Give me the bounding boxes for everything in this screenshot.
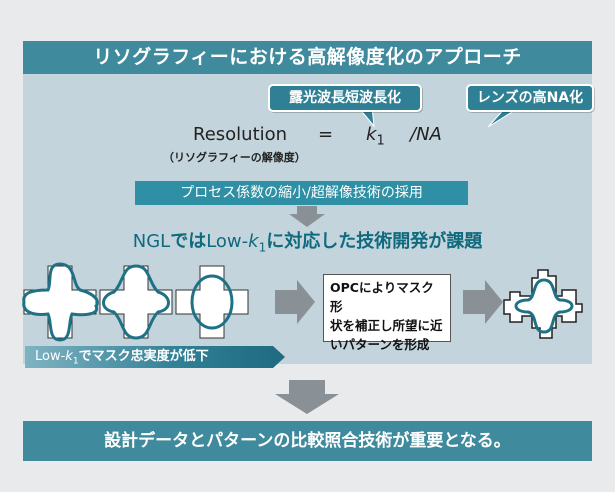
- big-down-arrow-icon: [275, 380, 339, 414]
- wavelength-tag: 露光波長短波長化: [268, 84, 422, 112]
- cross-pattern-2: [99, 264, 173, 340]
- cross-pattern-1: [22, 262, 99, 342]
- process-bar: プロセス係数の縮小/超解像技術の採用: [135, 181, 468, 205]
- equation-equals: =: [318, 124, 334, 145]
- lowk-arrow-bar: [25, 346, 285, 368]
- equation-lhs: Resolution: [193, 124, 288, 145]
- equation-na: /NA: [410, 124, 442, 145]
- high-na-tag: レンズの高NA化: [466, 84, 594, 112]
- lowk-label: Low-k1でマスク忠実度が低下: [35, 349, 209, 367]
- right-arrow-icon: [275, 280, 315, 324]
- opc-description-box: OPCによりマスク形 状を補正し所望に近 いパターンを形成: [323, 274, 451, 352]
- ngl-heading: NGLではLow-k1に対応した技術開発が課題: [132, 231, 483, 255]
- conclusion-bar: 設計データとパターンの比較照合技術が重要となる。: [23, 421, 592, 461]
- cross-pattern-3: [175, 265, 249, 339]
- right-arrow-icon: [463, 280, 503, 324]
- equation-k: k1: [366, 124, 385, 149]
- resolution-note: （リソグラフィーの解像度）: [163, 151, 306, 164]
- opc-corrected-pattern: [503, 269, 583, 339]
- diagram-title: リソグラフィーにおける高解像度化のアプローチ: [23, 41, 592, 74]
